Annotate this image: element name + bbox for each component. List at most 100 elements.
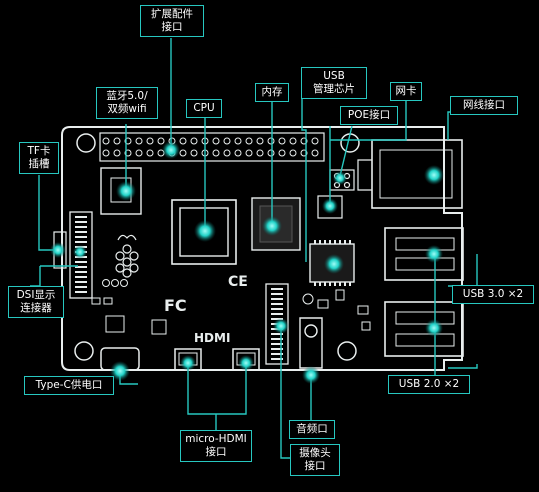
label-usb-chip: USB 管理芯片 (301, 67, 367, 99)
gpio-pin (135, 137, 143, 145)
label-gpio: 扩展配件 接口 (140, 5, 204, 37)
label-bt-line2: 双频wifi (107, 103, 147, 115)
gpio-pin (179, 149, 187, 157)
gpio-pin (124, 137, 132, 145)
raspberry-logo (115, 234, 139, 278)
label-tf-line1: TF卡 (27, 145, 51, 157)
cpu-chip (171, 199, 237, 265)
gpio-pin (157, 137, 165, 145)
label-cpu: CPU (186, 99, 222, 118)
camera-pin (271, 353, 283, 355)
dsi-pin (75, 221, 87, 223)
camera-pin (271, 288, 283, 290)
highlight-dots (50, 141, 444, 384)
label-bt-line1: 蓝牙5.0/ (106, 90, 148, 102)
camera-pin (271, 308, 283, 310)
label-typec: Type-C供电口 (24, 376, 114, 395)
camera-pin (271, 298, 283, 300)
usb-ctrl-pin (314, 282, 316, 286)
label-poe: POE接口 (340, 106, 398, 125)
label-audio: 音频口 (289, 420, 335, 439)
gpio-pin (234, 149, 242, 157)
rj45-jack (357, 139, 463, 209)
dsi-pin (75, 261, 87, 263)
camera-pin (271, 333, 283, 335)
label-rj45: 网线接口 (450, 96, 518, 115)
dsi-pin (75, 241, 87, 243)
gpio-pin (256, 149, 264, 157)
audio-jack (299, 317, 323, 369)
gpio-pin (311, 137, 319, 145)
label-gpio-line2: 接口 (161, 21, 183, 33)
usb-ctrl-pin (349, 282, 351, 286)
label-gpio-line1: 扩展配件 (151, 8, 193, 20)
label-usbchip-line1: USB (323, 70, 345, 82)
label-usb3: USB 3.0 ×2 (452, 285, 534, 304)
gpio-pin (245, 149, 253, 157)
gpio-pin (223, 149, 231, 157)
usb-ctrl-pin (319, 282, 321, 286)
gpio-pin (289, 137, 297, 145)
gpio-pin (212, 149, 220, 157)
label-memory: 内存 (255, 83, 289, 102)
hdmi-mark: HDMI (194, 331, 230, 345)
usb2-ports (384, 301, 464, 357)
usb-ctrl-pin (329, 240, 331, 244)
usb-ctrl-pin (344, 282, 346, 286)
usb-ctrl-pin (334, 282, 336, 286)
gpio-pin (267, 137, 275, 145)
usb-ctrl-pin (349, 240, 351, 244)
gpio-pin (135, 149, 143, 157)
gpio-pin (190, 137, 198, 145)
label-dsi-line1: DSI显示 (16, 289, 56, 301)
gpio-pin (267, 149, 275, 157)
label-hdmi-line1: micro-HDMI (185, 433, 247, 445)
gpio-pin (102, 137, 110, 145)
dsi-pin (75, 281, 87, 283)
label-cpu-line1: CPU (193, 102, 215, 114)
dsi-pin (75, 276, 87, 278)
camera-pin (271, 293, 283, 295)
gpio-pin (234, 137, 242, 145)
dsi-pin (75, 291, 87, 293)
gpio-pin (212, 137, 220, 145)
gpio-header (99, 132, 325, 162)
usb3-ports (384, 227, 464, 281)
label-nic-line1: 网卡 (395, 85, 417, 97)
gpio-pins (102, 137, 319, 157)
gpio-pin (278, 137, 286, 145)
usb-ctrl-pin (339, 282, 341, 286)
gpio-pin (256, 137, 264, 145)
components-cluster (91, 279, 371, 335)
gpio-pin (245, 137, 253, 145)
camera-pin (271, 313, 283, 315)
camera-pin (271, 303, 283, 305)
usb-controller-pins (314, 240, 351, 286)
fc-mark: FC (164, 296, 187, 315)
label-tf: TF卡 插槽 (19, 142, 59, 174)
label-mem-line1: 内存 (261, 86, 283, 98)
label-typec-line1: Type-C供电口 (35, 379, 103, 391)
dsi-pin (75, 231, 87, 233)
label-dsi: DSI显示 连接器 (8, 286, 64, 318)
label-hdmi-line2: 接口 (205, 446, 227, 458)
dsi-pin (75, 286, 87, 288)
label-dsi-line2: 连接器 (20, 302, 52, 314)
label-camera-line2: 接口 (304, 460, 326, 472)
usb-ctrl-pin (324, 240, 326, 244)
label-usb2: USB 2.0 ×2 (388, 375, 470, 394)
gpio-pin (300, 137, 308, 145)
board-outline (61, 126, 463, 371)
gpio-pin (146, 137, 154, 145)
wireless-module (100, 167, 142, 215)
usb-ctrl-pin (319, 240, 321, 244)
usb-ctrl-pin (329, 282, 331, 286)
usb-ctrl-pin (324, 282, 326, 286)
usb-ctrl-pin (344, 240, 346, 244)
gpio-pin (179, 137, 187, 145)
label-nic: 网卡 (390, 82, 422, 101)
gpio-pin (300, 149, 308, 157)
camera-pin (271, 318, 283, 320)
